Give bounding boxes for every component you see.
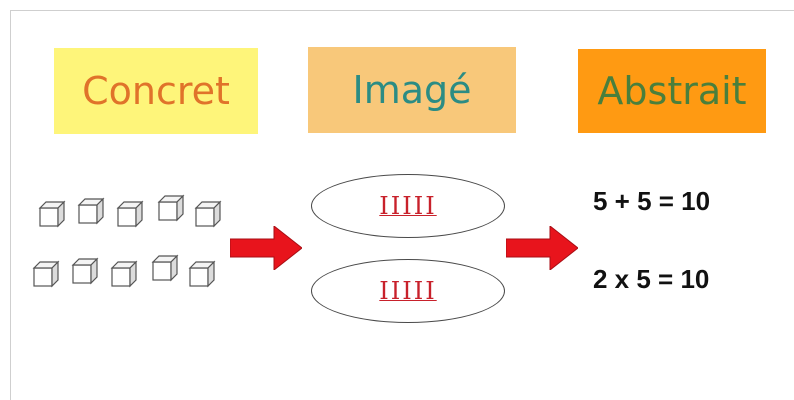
abstract-label-box: Abstrait [578, 49, 766, 133]
arrow-concrete-to-image-icon [230, 226, 302, 270]
concrete-label-box: Concret [54, 48, 258, 134]
abstract-label: Abstrait [597, 69, 747, 113]
multiplication-equation: 2 x 5 = 10 [593, 264, 710, 294]
cube-icon [77, 197, 105, 225]
cube-icon [194, 200, 222, 228]
cube-icon [116, 200, 144, 228]
cube-icon [110, 260, 138, 288]
cube-icon [188, 260, 216, 288]
cube-icon [71, 257, 99, 285]
diagram-frame [10, 10, 794, 400]
addition-equation: 5 + 5 = 10 [593, 186, 711, 216]
cube-icon [157, 194, 185, 222]
tally-ellipse-top: IIIII [311, 174, 505, 238]
cubes-group [32, 194, 222, 288]
cube-icon [32, 260, 60, 288]
tally-marks-top: IIIII [379, 192, 437, 220]
image-label-box: Imagé [308, 47, 516, 133]
tally-ellipse-bottom: IIIII [311, 259, 505, 323]
image-label: Imagé [352, 68, 472, 112]
arrow-image-to-abstract-icon [506, 226, 578, 270]
concrete-label: Concret [82, 69, 230, 113]
cube-icon [151, 254, 179, 282]
cube-icon [38, 200, 66, 228]
tally-marks-bottom: IIIII [379, 277, 437, 305]
